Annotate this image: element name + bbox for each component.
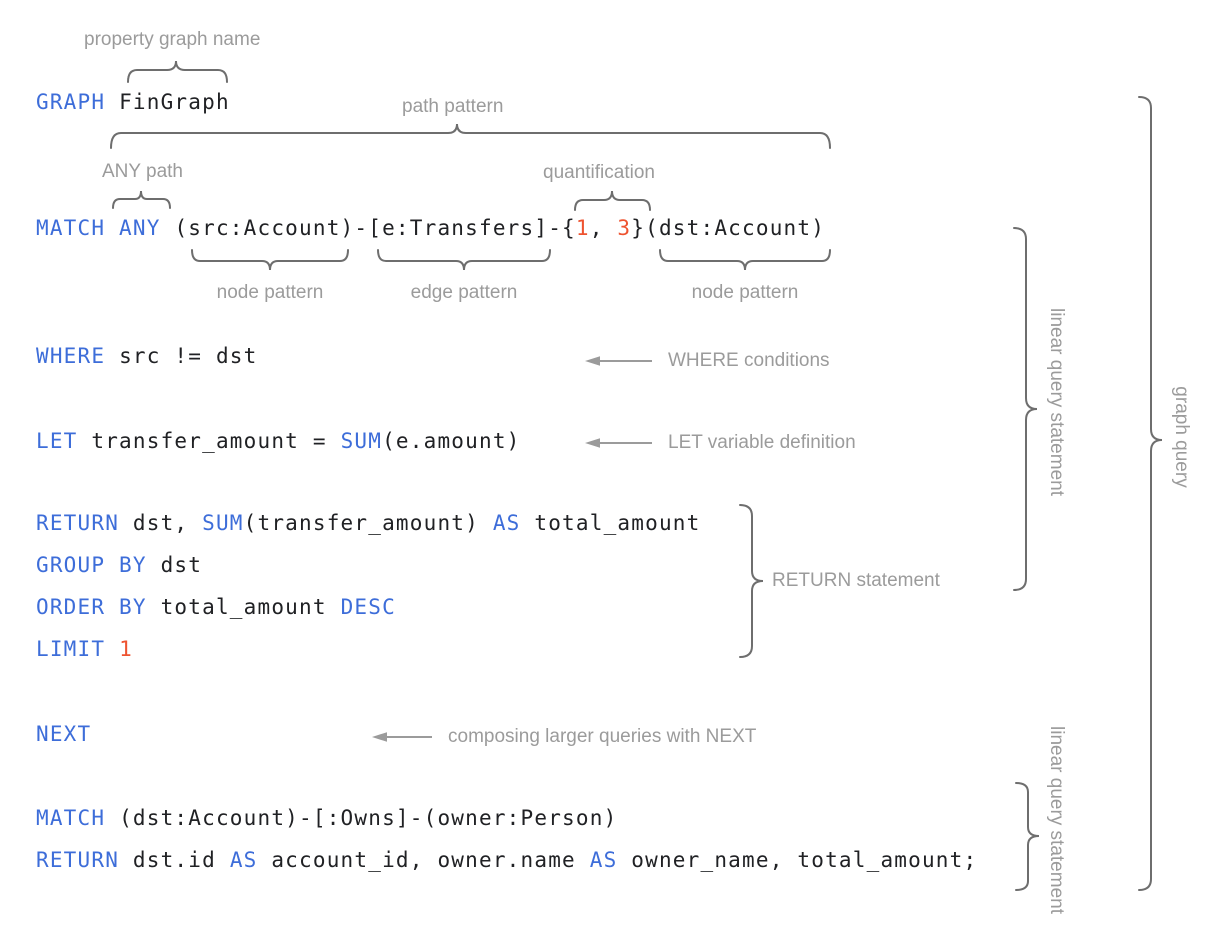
path-pattern-text: (src:Account)-[e:Transfers]-{ bbox=[174, 216, 576, 240]
return-items-text: dst, bbox=[132, 511, 203, 535]
label-return-statement: RETURN statement bbox=[772, 570, 940, 591]
limit-value: 1 bbox=[119, 637, 133, 661]
where-condition-text: src != dst bbox=[119, 344, 258, 368]
left-arrow-icon-next bbox=[372, 732, 432, 742]
brace-return-statement bbox=[739, 504, 764, 658]
label-composing-next: composing larger queries with NEXT bbox=[448, 726, 757, 747]
keyword-group-by: GROUP BY bbox=[36, 553, 161, 577]
keyword-let: LET bbox=[36, 429, 92, 453]
label-edge-pattern: edge pattern bbox=[410, 282, 518, 303]
sum-args-text: (e.amount) bbox=[382, 429, 521, 453]
label-where-conditions: WHERE conditions bbox=[668, 350, 830, 371]
dst-node-pattern-text: }(dst:Account) bbox=[631, 216, 826, 240]
order-by-key-text: total_amount bbox=[160, 595, 341, 619]
keyword-sum-2: SUM bbox=[202, 511, 244, 535]
label-let-variable-definition: LET variable definition bbox=[668, 432, 856, 453]
brace-edge-pattern bbox=[377, 249, 551, 271]
code-line-limit: LIMIT 1 bbox=[36, 636, 133, 662]
let-assignment-text: transfer_amount = bbox=[91, 429, 341, 453]
label-path-pattern: path pattern bbox=[402, 96, 504, 117]
keyword-desc: DESC bbox=[340, 595, 396, 619]
keyword-where: WHERE bbox=[36, 344, 120, 368]
label-linear-query-statement-2: linear query statement bbox=[1046, 726, 1067, 914]
left-arrow-icon-let bbox=[585, 438, 652, 448]
brace-path-pattern bbox=[110, 123, 831, 149]
keyword-return: RETURN bbox=[36, 511, 133, 535]
keyword-as: AS bbox=[492, 511, 521, 535]
keyword-match-2: MATCH bbox=[36, 806, 120, 830]
code-line-where: WHERE src != dst bbox=[36, 343, 258, 369]
return2-item-1: dst.id bbox=[132, 848, 230, 872]
code-line-order-by: ORDER BY total_amount DESC bbox=[36, 594, 396, 620]
alias-text: total_amount bbox=[520, 511, 701, 535]
quantifier-lower: 1 bbox=[575, 216, 590, 240]
keyword-graph: GRAPH bbox=[36, 90, 120, 114]
keyword-return-2: RETURN bbox=[36, 848, 133, 872]
keyword-match-any: MATCH ANY bbox=[36, 216, 175, 240]
return2-item-3: owner_name, total_amount; bbox=[617, 848, 978, 872]
code-line-match-1: MATCH ANY (src:Account)-[e:Transfers]-{1… bbox=[36, 215, 825, 241]
graph-name: FinGraph bbox=[119, 90, 230, 114]
brace-quantification bbox=[574, 190, 651, 211]
keyword-next: NEXT bbox=[36, 722, 92, 746]
code-line-next: NEXT bbox=[36, 721, 91, 747]
keyword-limit: LIMIT bbox=[36, 637, 120, 661]
brace-linear-query-statement-1 bbox=[1013, 227, 1038, 591]
group-by-key-text: dst bbox=[160, 553, 203, 577]
quantifier-upper: 3 bbox=[617, 216, 632, 240]
code-line-return-2: RETURN dst.id AS account_id, owner.name … bbox=[36, 847, 977, 873]
quantifier-comma: , bbox=[589, 216, 618, 240]
label-node-pattern-src: node pattern bbox=[216, 282, 324, 303]
brace-any-path bbox=[112, 190, 171, 209]
keyword-order-by: ORDER BY bbox=[36, 595, 161, 619]
brace-node-pattern-dst bbox=[659, 249, 831, 271]
code-line-match-2: MATCH (dst:Account)-[:Owns]-(owner:Perso… bbox=[36, 805, 617, 831]
code-line-group-by: GROUP BY dst bbox=[36, 552, 202, 578]
code-line-let: LET transfer_amount = SUM(e.amount) bbox=[36, 428, 521, 454]
label-quantification: quantification bbox=[543, 162, 655, 183]
keyword-as-3: AS bbox=[589, 848, 618, 872]
keyword-as-2: AS bbox=[229, 848, 258, 872]
brace-graph-query bbox=[1138, 96, 1163, 891]
label-graph-query: graph query bbox=[1171, 386, 1192, 488]
label-property-graph-name: property graph name bbox=[84, 29, 261, 50]
brace-property-graph-name bbox=[127, 60, 228, 83]
keyword-sum: SUM bbox=[340, 429, 383, 453]
label-linear-query-statement-1: linear query statement bbox=[1046, 308, 1067, 496]
owns-pattern-text: (dst:Account)-[:Owns]-(owner:Person) bbox=[119, 806, 618, 830]
code-line-graph: GRAPH FinGraph bbox=[36, 89, 230, 115]
label-any-path: ANY path bbox=[102, 161, 183, 182]
sum-args-text-2: (transfer_amount) bbox=[243, 511, 493, 535]
return2-item-2: account_id, owner.name bbox=[257, 848, 590, 872]
label-node-pattern-dst: node pattern bbox=[691, 282, 799, 303]
left-arrow-icon-where bbox=[585, 356, 652, 366]
brace-node-pattern-src bbox=[191, 249, 349, 271]
code-line-return-1: RETURN dst, SUM(transfer_amount) AS tota… bbox=[36, 510, 701, 536]
brace-linear-query-statement-2 bbox=[1015, 782, 1040, 891]
